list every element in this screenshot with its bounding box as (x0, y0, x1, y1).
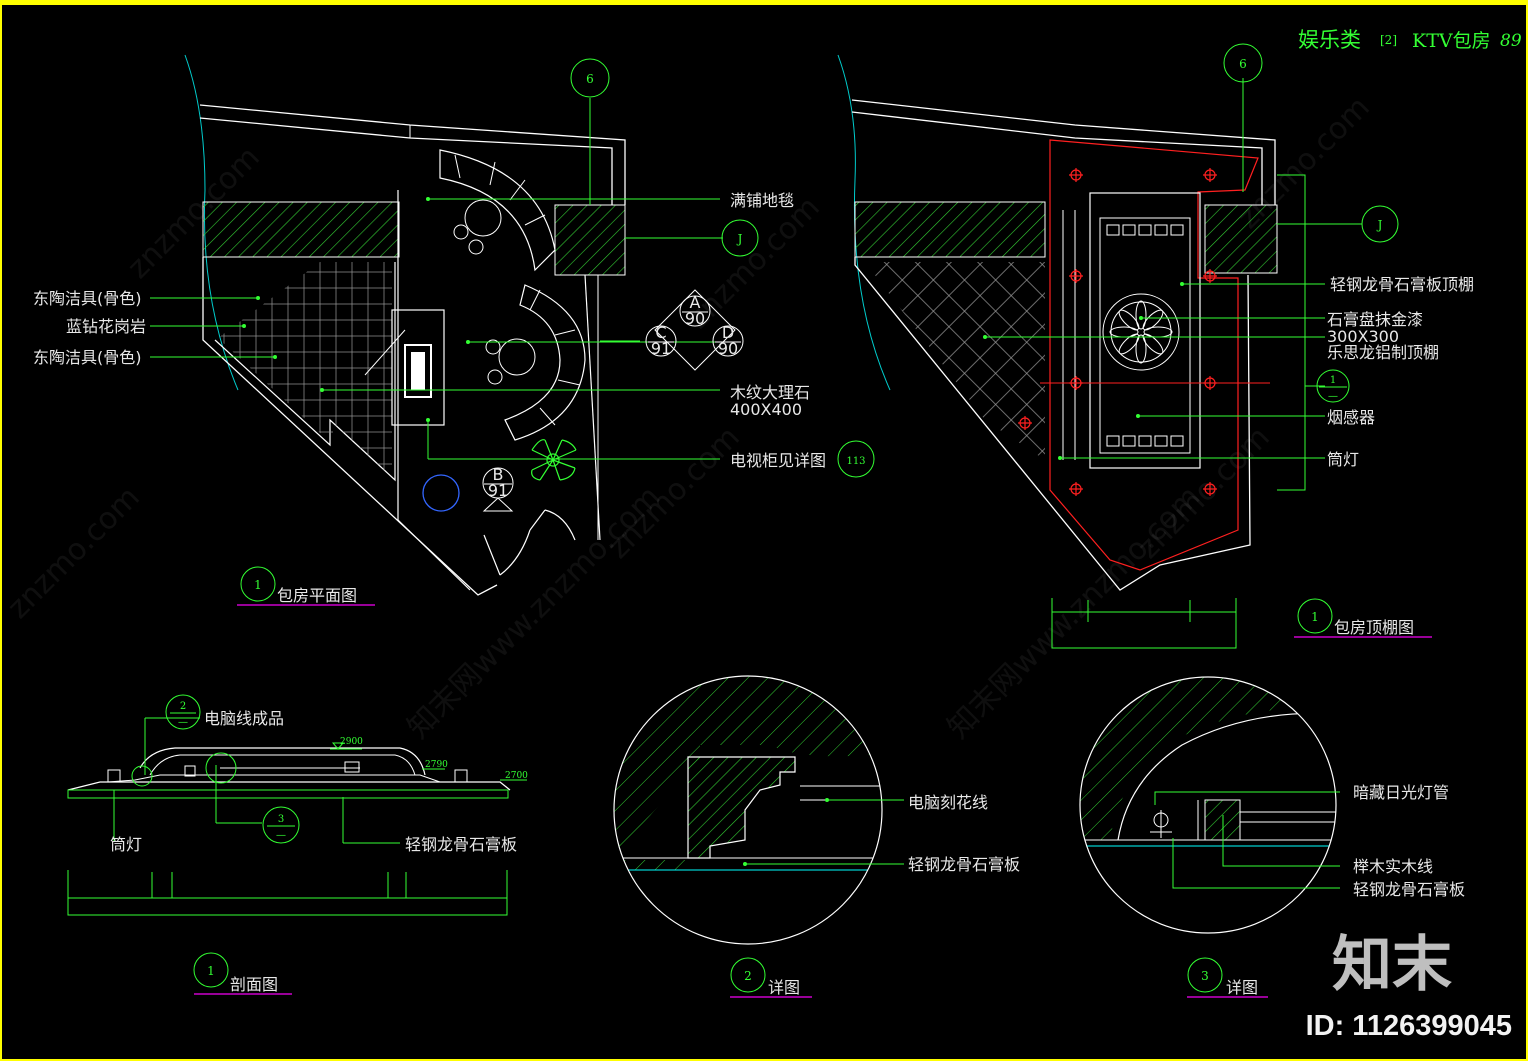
label-tv: 电视柜见详图 (730, 451, 826, 470)
svg-text:J: J (736, 232, 743, 246)
sofa-top (439, 149, 556, 272)
grid-marker-6 (570, 58, 610, 98)
svg-text:D: D (722, 323, 734, 342)
ceiling-panel (1089, 192, 1201, 469)
header-subject: KTV包房 (1412, 30, 1491, 52)
svg-text:—: — (276, 830, 286, 841)
svg-text:J: J (1376, 218, 1383, 232)
svg-text:A: A (690, 293, 701, 312)
detail-3: 暗藏日光灯管 榉木实木线 轻钢龙骨石膏板 3 详图 (1079, 676, 1465, 998)
svg-text:1: 1 (254, 578, 262, 592)
plant-icon (531, 439, 577, 481)
label-smoke: 烟感器 (1327, 408, 1375, 427)
svg-text:3: 3 (1201, 969, 1209, 983)
asset-id: ID: 1126399045 (1305, 1010, 1512, 1042)
svg-text:知末网www.znzmo.com: 知末网www.znzmo.com (401, 479, 667, 745)
label-d3-gypsum: 轻钢龙骨石膏板 (1353, 880, 1465, 899)
brand-logo: 知末 (1332, 930, 1452, 1000)
label-beech: 榉木实木线 (1353, 857, 1433, 876)
svg-text:—: — (1328, 391, 1338, 402)
svg-text:90: 90 (718, 339, 738, 358)
ceiling-plan: 6 J 1 — 轻钢龙骨石膏板顶棚 石膏盘抹金漆 300X300 乐思龙铝制顶棚… (837, 43, 1474, 649)
door-swing (483, 529, 531, 576)
section-ref-marker (1316, 369, 1350, 403)
label-carve-line: 电脑刻花线 (908, 793, 988, 812)
wall-hatch-left (202, 201, 400, 258)
label-marble-size: 400X400 (730, 400, 802, 419)
downlight-icons (1018, 168, 1217, 496)
table-round-2 (498, 338, 536, 376)
svg-text:znzmo.com: znzmo.com (1, 480, 147, 626)
ceiling-wall-hatch (854, 201, 1046, 258)
svg-text:3: 3 (278, 814, 284, 825)
title-block: 娱乐类 [2] KTV包房 89 (1298, 28, 1522, 52)
label-gold: 石膏盘抹金漆 (1327, 310, 1423, 329)
header-category: 娱乐类 (1298, 28, 1361, 52)
label-aluminum: 乐思龙铝制顶棚 (1327, 343, 1439, 362)
elevation-b-marker: B 91 (482, 465, 514, 512)
watermarks: znzmo.com znzmo.com znzmo.com znzmo.com … (1, 90, 1377, 746)
svg-text:2: 2 (744, 969, 752, 983)
rosette-icon (1109, 300, 1173, 364)
svg-text:B: B (493, 465, 504, 484)
tv-detail-marker (837, 440, 875, 478)
label-section-gypsum: 轻钢龙骨石膏板 (405, 835, 517, 854)
plan-title: 包房平面图 (277, 586, 357, 605)
svg-text:1: 1 (1311, 610, 1319, 624)
header-index: [2] (1380, 33, 1397, 47)
sofa-right (504, 284, 586, 441)
label-section-downlight: 筒灯 (110, 835, 142, 854)
svg-text:1: 1 (1330, 375, 1336, 386)
round-rug (422, 474, 460, 512)
tv-cabinet (391, 309, 445, 426)
detail-2-ref (165, 694, 201, 730)
svg-text:2700: 2700 (505, 771, 528, 781)
bath-tile-floor (218, 262, 392, 478)
header-page: 89 (1500, 31, 1522, 51)
svg-text:91: 91 (651, 339, 671, 358)
detail2-title: 详图 (768, 978, 800, 997)
section-downlight-icon (107, 769, 121, 783)
label-size: 300X300 (1327, 327, 1399, 346)
fluorescent-lamp-icon (1150, 810, 1172, 838)
room-plan: 6 J 113 A 90 C 91 D 90 B 91 东陶洁具(骨色) 蓝钻花… (33, 54, 875, 606)
section-title: 剖面图 (230, 975, 278, 994)
svg-text:C: C (655, 323, 666, 342)
label-granite: 蓝钻花岗岩 (66, 317, 146, 336)
label-gypsum-ceiling: 轻钢龙骨石膏板顶棚 (1330, 275, 1474, 294)
label-carpet: 满铺地毯 (730, 191, 794, 210)
label-toto-1: 东陶洁具(骨色) (33, 289, 142, 308)
svg-text:1: 1 (207, 964, 215, 978)
elevation-symbol (600, 289, 744, 371)
svg-text:2: 2 (180, 701, 186, 712)
ceiling-section: 2900 2790 2700 2 — 3 — 电脑线成品 筒灯 轻钢龙骨石膏板 (67, 694, 528, 995)
svg-text:90: 90 (685, 309, 705, 328)
svg-text:2900: 2900 (340, 737, 363, 747)
svg-text:6: 6 (586, 72, 594, 86)
ceiling-column-hatch (1204, 204, 1278, 274)
svg-text:2790: 2790 (425, 760, 448, 770)
svg-text:91: 91 (488, 481, 508, 500)
label-toto-2: 东陶洁具(骨色) (33, 348, 142, 367)
label-marble: 木纹大理石 (730, 383, 810, 402)
detail-3-ref (262, 806, 300, 844)
detail-2: 电脑刻花线 轻钢龙骨石膏板 2 详图 (613, 675, 1020, 998)
label-d2-gypsum: 轻钢龙骨石膏板 (908, 855, 1020, 874)
detail3-title: 详图 (1226, 978, 1258, 997)
column-hatch (554, 204, 626, 276)
grid-marker-j (721, 219, 759, 257)
svg-text:113: 113 (846, 456, 865, 467)
ceiling-red-outline (1049, 139, 1259, 571)
table-round-1 (464, 199, 502, 237)
label-hidden-lamp: 暗藏日光灯管 (1353, 783, 1449, 802)
svg-text:6: 6 (1239, 57, 1247, 71)
label-downlight: 筒灯 (1327, 450, 1359, 469)
svg-text:—: — (178, 717, 188, 728)
label-cable: 电脑线成品 (204, 709, 284, 728)
ceiling-title: 包房顶棚图 (1334, 618, 1414, 637)
